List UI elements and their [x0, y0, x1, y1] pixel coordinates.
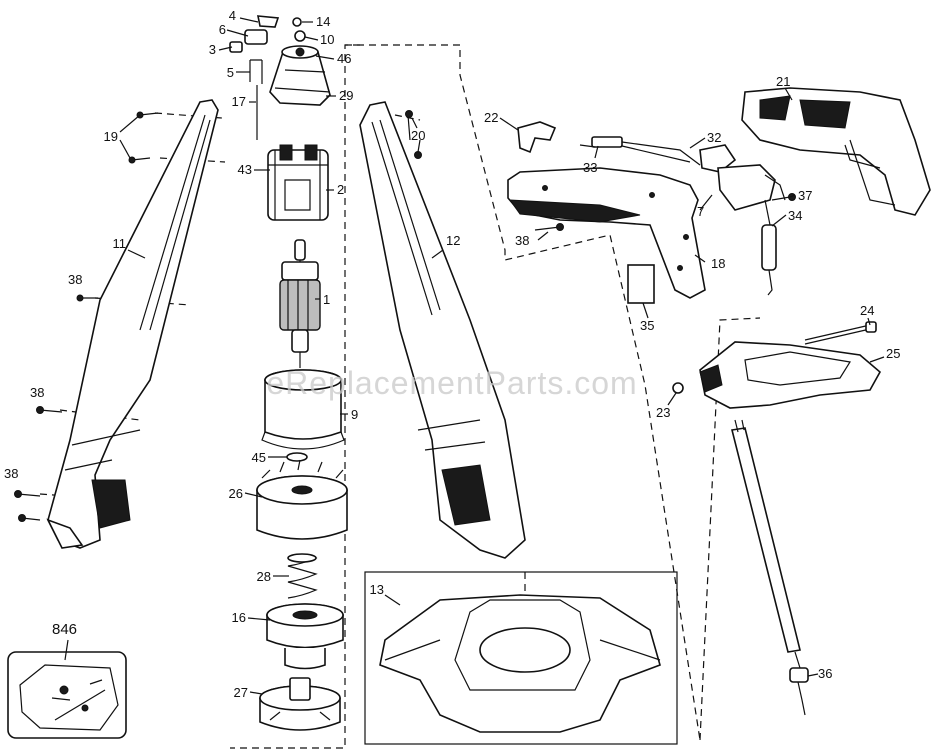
callout-23: 23: [656, 405, 670, 420]
callout-4: 4: [229, 8, 236, 23]
callout-13: 13: [370, 582, 384, 597]
callout-14: 14: [316, 14, 330, 29]
housing-half-left-part-11: [46, 99, 219, 549]
callout-9: 9: [351, 407, 358, 422]
callout-38-d: 38: [515, 233, 529, 248]
watermark-text: eReplacementParts.com: [266, 365, 637, 401]
callout-35: 35: [640, 318, 654, 333]
callout-46: 46: [337, 51, 351, 66]
switch-small-parts: [229, 15, 306, 140]
screws: [14, 110, 796, 522]
callout-38-c: 38: [4, 466, 18, 481]
trigger-part-22: [517, 121, 557, 154]
callout-5: 5: [227, 65, 234, 80]
callout-36: 36: [818, 666, 832, 681]
fan-part-26: [256, 459, 348, 540]
guard-part-13: [364, 571, 678, 745]
bolt-part-24: [804, 321, 877, 345]
callout-3: 3: [209, 42, 216, 57]
callout-12: 12: [446, 233, 460, 248]
leader-lines: [64, 17, 885, 695]
callout-38-a: 38: [68, 272, 82, 287]
callout-26: 26: [229, 486, 243, 501]
end-cap-part-29: [269, 45, 331, 106]
callout-7: 7: [697, 204, 704, 219]
nut-part-23: [672, 382, 684, 394]
callout-34: 34: [788, 208, 802, 223]
handle-assembly-part-21: [741, 87, 931, 216]
callout-29: 29: [339, 88, 353, 103]
callout-21: 21: [776, 74, 790, 89]
shaft-tube: [731, 419, 809, 716]
armature-part-1: [279, 239, 321, 368]
callout-1: 1: [323, 292, 330, 307]
callout-24: 24: [860, 303, 874, 318]
callout-28: 28: [257, 569, 271, 584]
hardware-kit-part-846: [7, 651, 127, 739]
spring-part-28: [287, 553, 318, 599]
auxiliary-handle-part-25: [699, 341, 882, 409]
switch-and-leads-part-33: [579, 136, 786, 211]
spool-part-16: [266, 603, 344, 670]
callout-846: 846: [52, 621, 77, 638]
callout-27: 27: [234, 685, 248, 700]
handle-part-18: [507, 167, 706, 299]
lead-part-34: [761, 199, 777, 296]
callout-37: 37: [798, 188, 812, 203]
callout-6: 6: [219, 22, 226, 37]
callout-18: 18: [711, 256, 725, 271]
callout-11: 11: [113, 236, 127, 251]
callout-17: 17: [232, 94, 246, 109]
callout-labels: 4 6 3 5 17 14 10 46 29 43 2 1 9 45 26 28…: [4, 8, 900, 700]
washer-part-45: [286, 452, 308, 462]
callout-32: 32: [707, 130, 721, 145]
callout-45: 45: [252, 450, 266, 465]
callout-22: 22: [484, 110, 498, 125]
callout-2: 2: [337, 182, 344, 197]
callout-10: 10: [320, 32, 334, 47]
label-part-35: [627, 264, 655, 304]
callout-19: 19: [104, 129, 118, 144]
callout-25: 25: [886, 346, 900, 361]
housing-half-right-part-12: [359, 101, 526, 559]
spool-hub-part-27: [259, 677, 341, 731]
callout-16: 16: [232, 610, 246, 625]
callout-43: 43: [238, 162, 252, 177]
callout-38-b: 38: [30, 385, 44, 400]
motor-housing-part-9: [261, 369, 345, 450]
motor-field-part-2: [267, 144, 329, 221]
callout-20: 20: [411, 128, 425, 143]
callout-33: 33: [583, 160, 597, 175]
